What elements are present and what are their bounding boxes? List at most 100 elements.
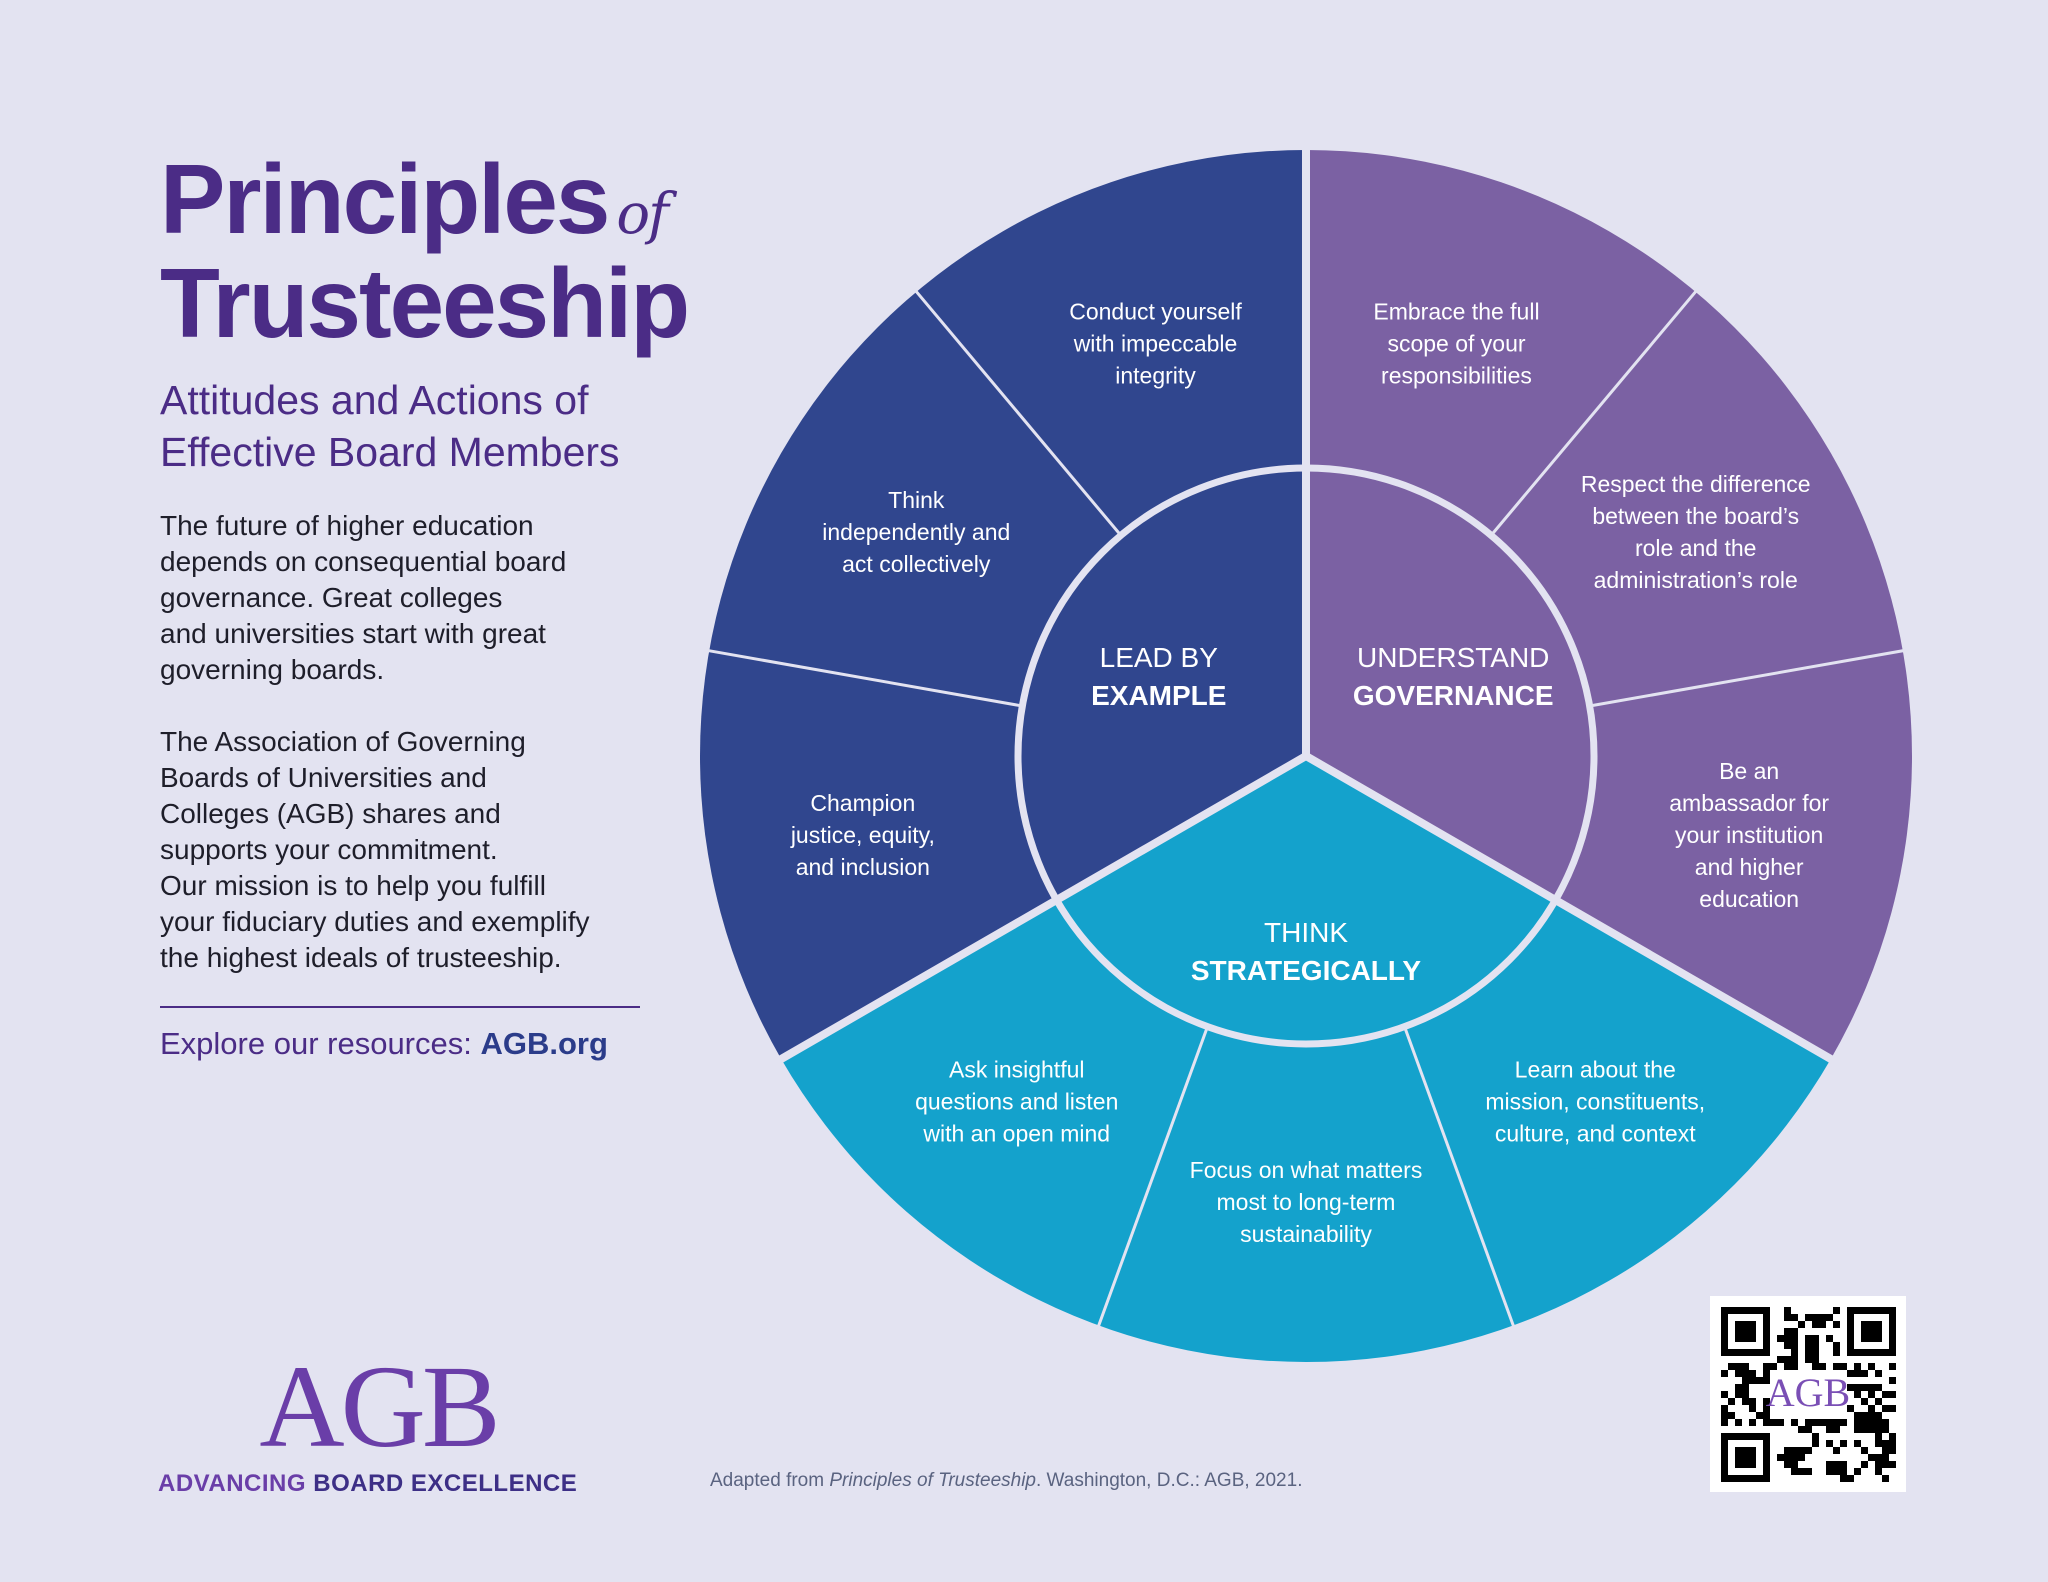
segment-divider — [705, 648, 1023, 708]
qr-module — [1784, 1342, 1791, 1349]
qr-module — [1763, 1419, 1770, 1426]
qr-module — [1889, 1363, 1896, 1370]
qr-module — [1826, 1440, 1833, 1447]
qr-module — [1735, 1384, 1742, 1391]
qr-module — [1791, 1356, 1798, 1363]
qr-finder-center — [1735, 1447, 1756, 1468]
qr-module — [1854, 1419, 1861, 1426]
tagline-part-1: ADVANCING — [158, 1470, 307, 1497]
qr-module — [1875, 1468, 1882, 1475]
qr-module — [1833, 1307, 1840, 1314]
title-of: of — [616, 182, 668, 247]
qr-module — [1889, 1377, 1896, 1384]
qr-module — [1854, 1363, 1861, 1370]
segment-text-line: Focus on what matters — [1190, 1157, 1423, 1183]
qr-module — [1861, 1370, 1868, 1377]
credit-suffix: . Washington, D.C.: AGB, 2021. — [1035, 1470, 1303, 1491]
agb-link[interactable]: AGB.org — [480, 1026, 608, 1061]
qr-module — [1805, 1447, 1812, 1454]
qr-module — [1798, 1321, 1805, 1328]
qr-module — [1826, 1426, 1833, 1433]
qr-module — [1791, 1454, 1798, 1461]
qr-module — [1833, 1419, 1840, 1426]
qr-module — [1728, 1398, 1735, 1405]
qr-module — [1868, 1426, 1875, 1433]
category-divider — [1304, 752, 1837, 1065]
agb-logo-mark: AGB — [259, 1341, 500, 1472]
qr-module — [1812, 1349, 1819, 1356]
segment-divider — [912, 287, 1123, 537]
qr-module — [1735, 1419, 1742, 1426]
segment-text-line: role and the — [1635, 535, 1756, 561]
qr-module — [1742, 1377, 1749, 1384]
qr-module — [1763, 1363, 1770, 1370]
qr-module — [1854, 1440, 1861, 1447]
qr-module — [1749, 1419, 1756, 1426]
qr-module — [1840, 1440, 1847, 1447]
intro-line: Colleges (AGB) shares and — [160, 798, 501, 829]
qr-module — [1875, 1398, 1882, 1405]
qr-module — [1861, 1461, 1868, 1468]
qr-module — [1861, 1419, 1868, 1426]
segment-text-line: with an open mind — [922, 1121, 1110, 1147]
qr-module — [1854, 1384, 1861, 1391]
center-label-line-2: GOVERNANCE — [1353, 680, 1554, 711]
qr-module — [1819, 1321, 1826, 1328]
qr-module — [1791, 1419, 1798, 1426]
qr-module — [1882, 1461, 1889, 1468]
intro-line: supports your commitment. — [160, 834, 498, 865]
qr-module — [1798, 1426, 1805, 1433]
intro-line: The future of higher education — [160, 510, 534, 541]
qr-logo-text: AGB — [1766, 1370, 1850, 1415]
intro-line: the highest ideals of trusteeship. — [160, 942, 562, 973]
qr-module — [1721, 1412, 1728, 1419]
qr-module — [1784, 1328, 1791, 1335]
qr-module — [1812, 1419, 1819, 1426]
segment-divider — [1403, 1026, 1517, 1330]
qr-module — [1882, 1391, 1889, 1398]
credit-book-title: Principles of Trusteeship — [829, 1470, 1036, 1491]
qr-module — [1763, 1377, 1770, 1384]
govern-outer-region — [1306, 150, 1912, 1059]
center-label-line-1: THINK — [1264, 917, 1348, 948]
qr-module — [1791, 1328, 1798, 1335]
qr-module — [1721, 1370, 1728, 1377]
qr-module — [1889, 1447, 1896, 1454]
qr-module — [1889, 1461, 1896, 1468]
agb-tagline: ADVANCING BOARD EXCELLENCE — [158, 1470, 598, 1498]
qr-module — [1749, 1377, 1756, 1384]
qr-module — [1777, 1356, 1784, 1363]
title-line-1: Principles — [160, 144, 610, 254]
qr-module — [1812, 1363, 1819, 1370]
segment-text-line: Be an — [1719, 758, 1779, 784]
qr-module — [1833, 1342, 1840, 1349]
qr-module — [1735, 1363, 1742, 1370]
qr-module — [1798, 1454, 1805, 1461]
intro-line: depends on consequential board — [160, 546, 567, 577]
explore-label: Explore our resources: — [160, 1026, 472, 1061]
segment-text-line: education — [1699, 886, 1799, 912]
qr-module — [1833, 1426, 1840, 1433]
segment-divider — [1489, 287, 1700, 537]
qr-module — [1805, 1342, 1812, 1349]
segment-text-line: ambassador for — [1669, 790, 1829, 816]
qr-module — [1742, 1398, 1749, 1405]
qr-module — [1742, 1370, 1749, 1377]
qr-module — [1833, 1468, 1840, 1475]
qr-module — [1749, 1370, 1756, 1377]
qr-module — [1819, 1363, 1826, 1370]
qr-module — [1749, 1398, 1756, 1405]
qr-module — [1791, 1468, 1798, 1475]
qr-module — [1833, 1461, 1840, 1468]
qr-module — [1784, 1447, 1791, 1454]
qr-module — [1840, 1468, 1847, 1475]
qr-module — [1882, 1447, 1889, 1454]
divider-rule — [160, 1006, 640, 1008]
qr-module — [1889, 1433, 1896, 1440]
qr-module — [1889, 1391, 1896, 1398]
qr-code[interactable]: AGB — [1710, 1296, 1906, 1492]
subtitle-line-1: Attitudes and Actions of — [160, 377, 589, 423]
qr-module — [1868, 1419, 1875, 1426]
